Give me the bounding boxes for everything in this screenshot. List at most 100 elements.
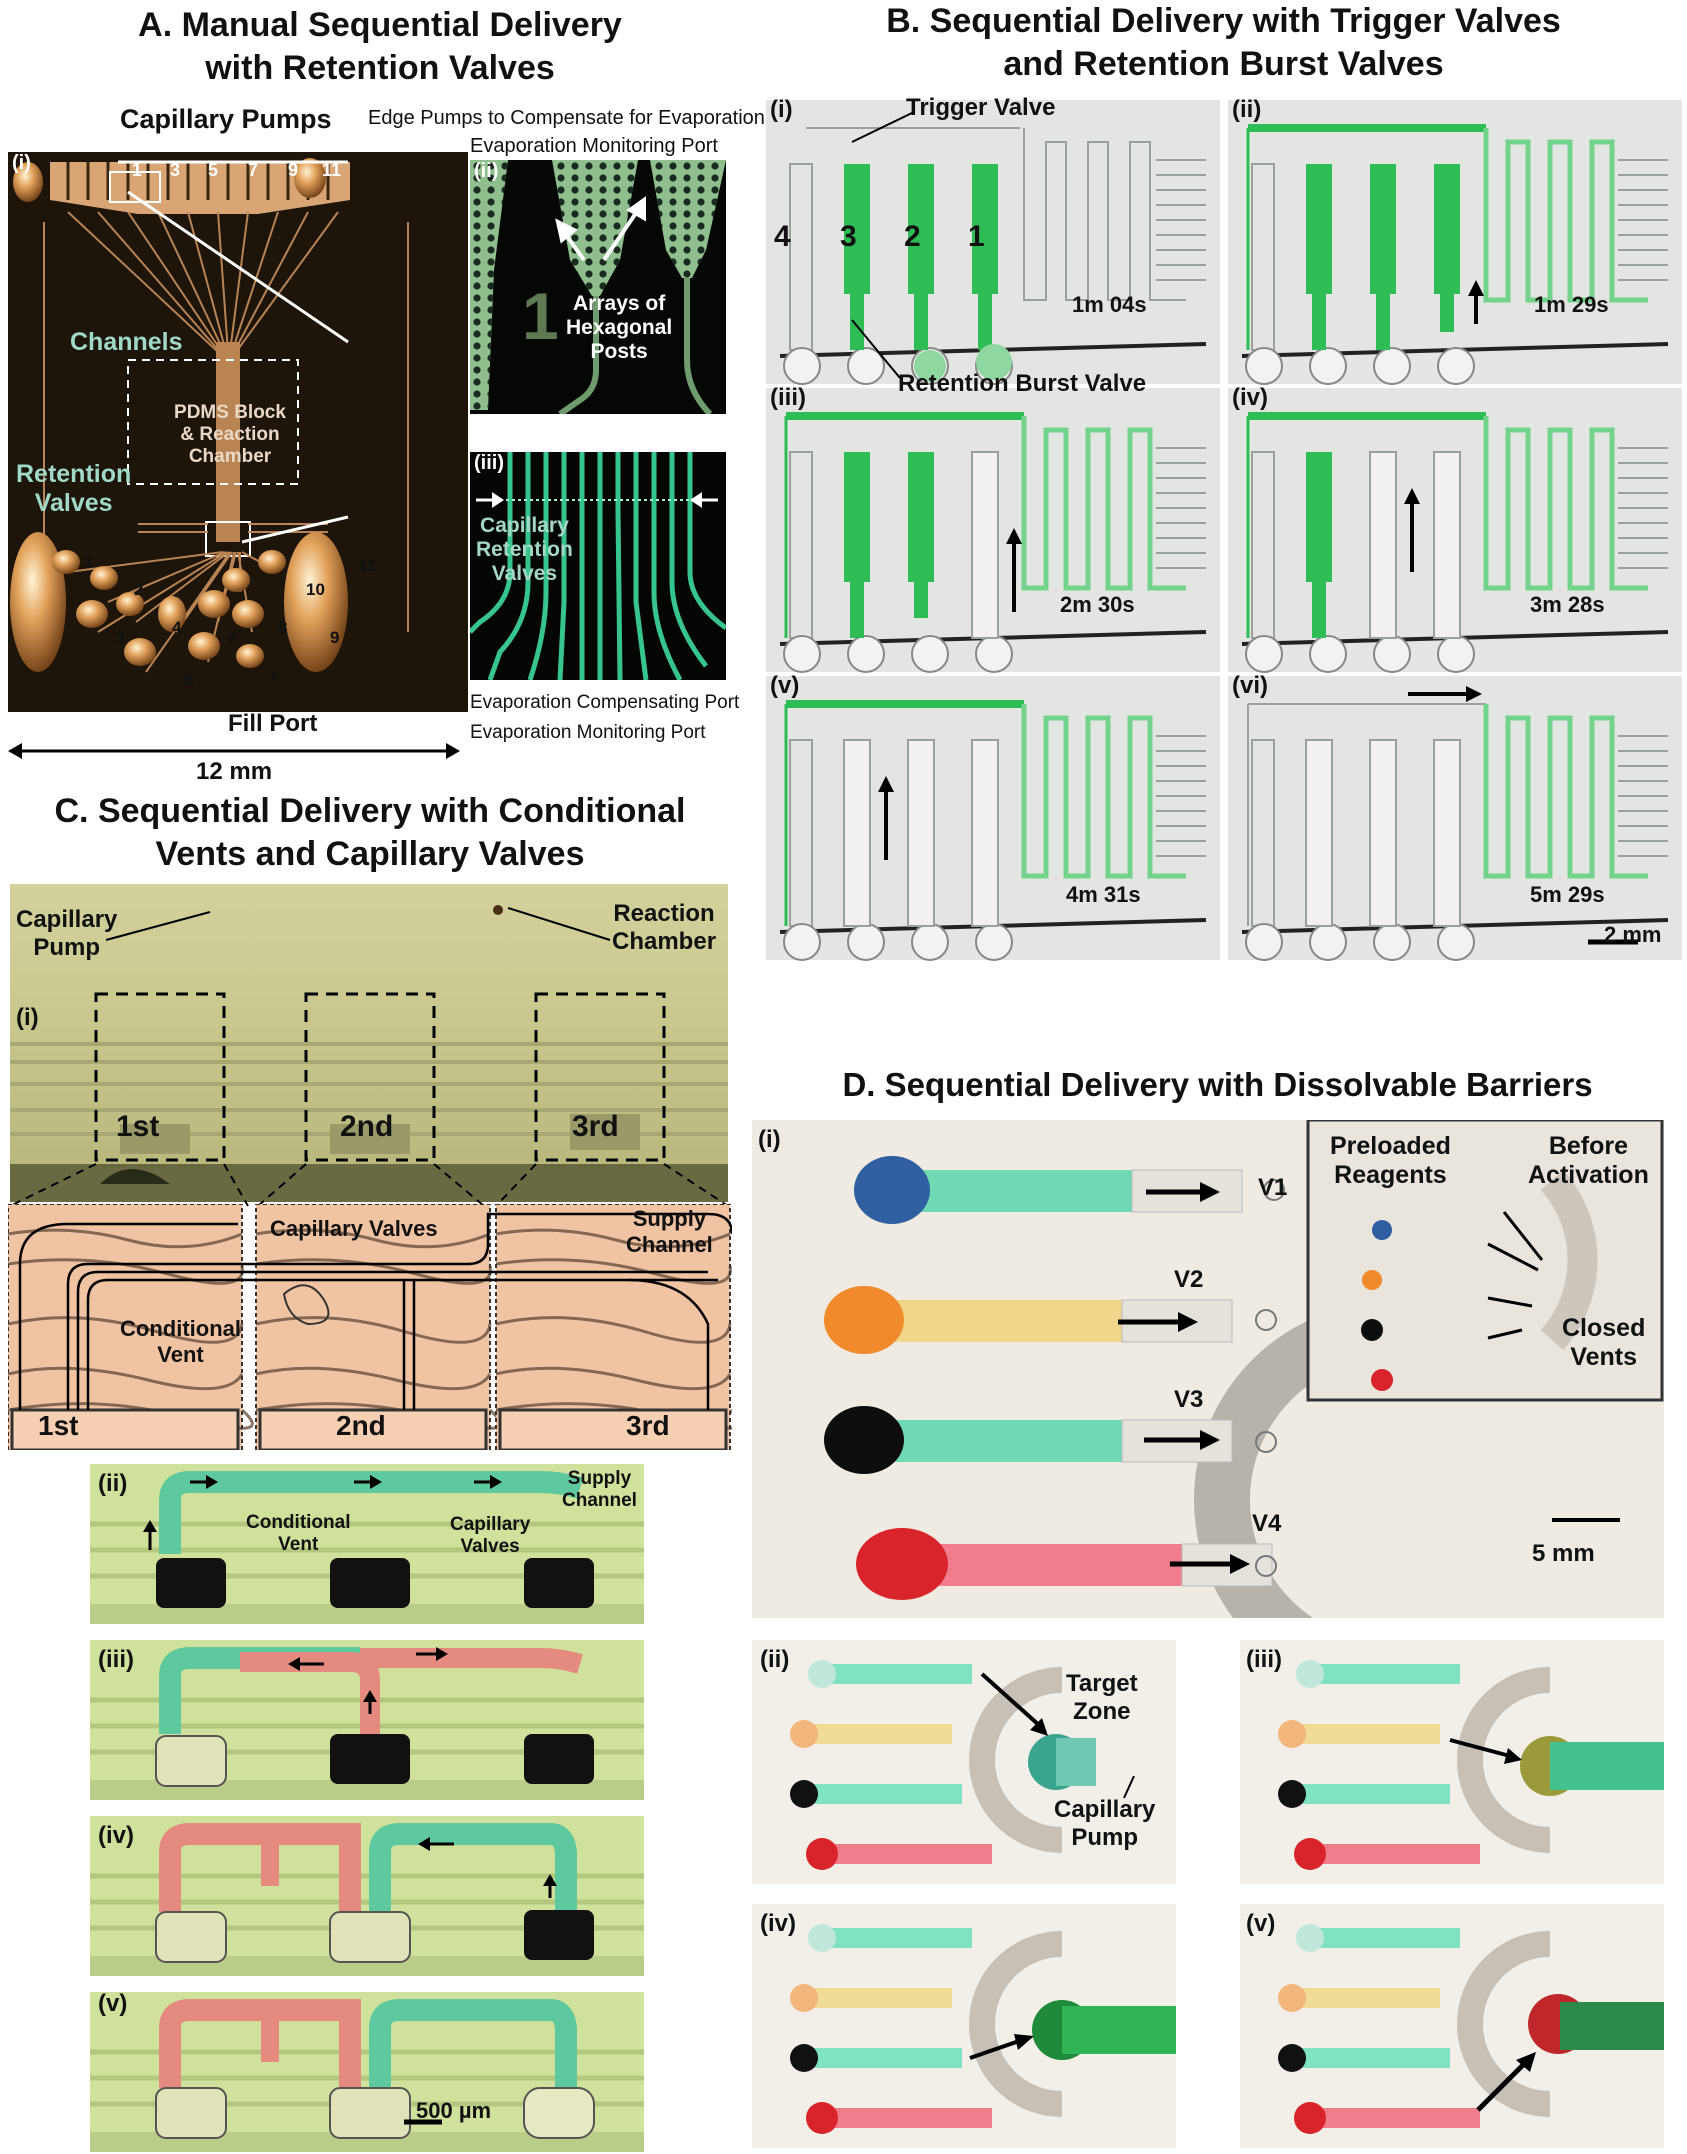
scale-b: 2 mm xyxy=(1604,922,1662,947)
panel-b-i-tag: (i) xyxy=(770,96,793,123)
inset-number: 1 xyxy=(522,279,559,353)
c-top-3rd: 3rd xyxy=(572,1110,619,1143)
d-panel-iv-tag: (iv) xyxy=(760,1910,796,1937)
section-b-title-line2: and Retention Burst Valves xyxy=(1003,44,1444,83)
c-strip-v-tag: (v) xyxy=(98,1990,128,2017)
c-ii-capillary-label: Capillary Valves xyxy=(450,1514,530,1558)
retention-burst-valve-label: Retention Burst Valve xyxy=(898,370,1147,397)
c-zoom-lines xyxy=(9,1163,729,1207)
port-number-8: 8 xyxy=(278,618,288,637)
c-top-1st: 1st xyxy=(116,1110,160,1143)
arrays-line2: Hexagonal xyxy=(566,316,673,339)
channel-number-4: 4 xyxy=(774,220,791,253)
pump-number-9: 9 xyxy=(288,160,299,180)
d-cap-pump-line2: Pump xyxy=(1071,1824,1139,1851)
d-panel-iv xyxy=(752,1904,1176,2148)
c-zoom-1st: 1st xyxy=(38,1410,79,1441)
d-vent-v1: V1 xyxy=(1258,1174,1288,1201)
c-ii-conditional-label: Conditional Vent xyxy=(246,1512,350,1556)
d-preloaded-line2: Reagents xyxy=(1334,1161,1447,1189)
pdms-label: PDMS Block & Reaction Chamber xyxy=(170,402,290,468)
c-strip-iv xyxy=(90,1816,644,1976)
c-conditional-line1: Conditional xyxy=(120,1316,241,1341)
d-preloaded-line1: Preloaded xyxy=(1330,1132,1451,1160)
section-d-title: D. Sequential Delivery with Dissolvable … xyxy=(842,1066,1593,1103)
edge-pumps-label: Edge Pumps to Compensate for Evaporation xyxy=(368,107,765,129)
section-b-title-line1: B. Sequential Delivery with Trigger Valv… xyxy=(886,2,1561,40)
pump-number-3: 3 xyxy=(170,160,181,180)
c-reaction-line1: Reaction xyxy=(613,900,715,927)
sub-label-a-i: (i) xyxy=(12,152,31,174)
c-cap-pump-line1: Capillary xyxy=(16,906,118,933)
hex-posts-illustration xyxy=(470,160,726,414)
pump-number-1: 1 xyxy=(132,160,143,180)
burst-valve-leader xyxy=(851,319,901,379)
section-c-title: C. Sequential Delivery with Conditional … xyxy=(0,790,740,875)
section-a-title-line2: with Retention Valves xyxy=(205,48,555,87)
pump-number-7: 7 xyxy=(248,160,259,180)
cap-ret-line1: Capillary xyxy=(480,514,569,537)
cap-ret-line3: Valves xyxy=(491,562,558,585)
port-number-4: 4 xyxy=(172,618,182,637)
d-main-illustration xyxy=(824,1120,1664,1618)
c-scale: 500 µm xyxy=(416,2098,492,2123)
panel-b-iv-tag: (iv) xyxy=(1232,384,1268,411)
panel-b-iii xyxy=(764,386,1222,674)
c-ii-capillary-line1: Capillary xyxy=(450,1514,531,1535)
d-target-line1: Target xyxy=(1066,1670,1138,1697)
d-target-line2: Zone xyxy=(1073,1698,1131,1725)
pump-number-5: 5 xyxy=(208,160,219,180)
d-before-label: Before Activation xyxy=(1528,1132,1649,1190)
c-reaction-line2: Chamber xyxy=(612,928,717,955)
c-capillary-valves-label: Capillary Valves xyxy=(270,1216,438,1241)
retention-valves-illustration xyxy=(470,452,726,680)
d-panel-v-tag: (v) xyxy=(1246,1910,1276,1937)
port-number-9: 9 xyxy=(330,628,340,647)
section-a-title-line1: A. Manual Sequential Delivery xyxy=(138,6,622,44)
d-scale: 5 mm xyxy=(1532,1540,1595,1567)
trigger-valve-leader xyxy=(851,111,915,143)
retention-line2: Valves xyxy=(34,489,113,517)
d-target-zone-label: Target Zone xyxy=(1066,1670,1138,1726)
panel-b-iv xyxy=(1226,386,1684,674)
pdms-line3: Chamber xyxy=(188,446,272,467)
retention-valves-label: Retention Valves xyxy=(16,460,131,518)
arrays-line3: Posts xyxy=(590,340,648,363)
pump-number-11: 11 xyxy=(322,160,342,180)
c-strip-ii-tag: (ii) xyxy=(98,1470,128,1497)
d-sub-i-tag: (i) xyxy=(758,1126,781,1153)
d-before-line2: Activation xyxy=(1528,1161,1649,1189)
sub-label-a-iii: (iii) xyxy=(474,452,504,474)
d-capillary-pump-label: Capillary Pump xyxy=(1054,1796,1155,1852)
d-preloaded-label: Preloaded Reagents xyxy=(1330,1132,1451,1190)
d-panel-ii xyxy=(752,1640,1176,1884)
d-vent-v3: V3 xyxy=(1174,1386,1204,1413)
port-number-3: 3 xyxy=(116,628,126,647)
time-b-iii: 2m 30s xyxy=(1060,592,1135,617)
d-closed-vents-label: Closed Vents xyxy=(1562,1314,1645,1372)
d-closed-line2: Vents xyxy=(1570,1343,1638,1371)
section-c-title-line1: C. Sequential Delivery with Conditional xyxy=(54,792,686,830)
d-closed-line1: Closed xyxy=(1562,1314,1646,1342)
section-b-title: B. Sequential Delivery with Trigger Valv… xyxy=(760,0,1687,85)
pdms-line2: & Reaction xyxy=(180,424,280,445)
retention-line1: Retention xyxy=(16,460,132,488)
port-number-2: 2 xyxy=(134,580,144,599)
channel-number-3: 3 xyxy=(840,220,857,253)
panel-b-vi-tag: (vi) xyxy=(1232,672,1268,699)
channels-label: Channels xyxy=(70,328,183,356)
c-sub-i-tag: (i) xyxy=(16,1004,39,1031)
section-a-title: A. Manual Sequential Delivery with Reten… xyxy=(0,4,760,89)
capillary-retention-label: Capillary Retention Valves xyxy=(476,514,573,586)
port-number-1: 1 xyxy=(84,552,94,571)
panel-b-v-tag: (v) xyxy=(770,672,800,699)
c-reaction-chamber-label: Reaction Chamber xyxy=(612,900,716,956)
cap-ret-line2: Retention xyxy=(476,538,573,561)
sequential-panels-b xyxy=(764,98,1684,962)
d-main-panel xyxy=(752,1120,1664,1618)
time-b-iv: 3m 28s xyxy=(1530,592,1605,617)
channel-number-2: 2 xyxy=(904,220,921,253)
d-vent-v4: V4 xyxy=(1252,1510,1282,1537)
c-top-2nd: 2nd xyxy=(340,1110,394,1143)
c-main-illustration xyxy=(10,905,728,1202)
